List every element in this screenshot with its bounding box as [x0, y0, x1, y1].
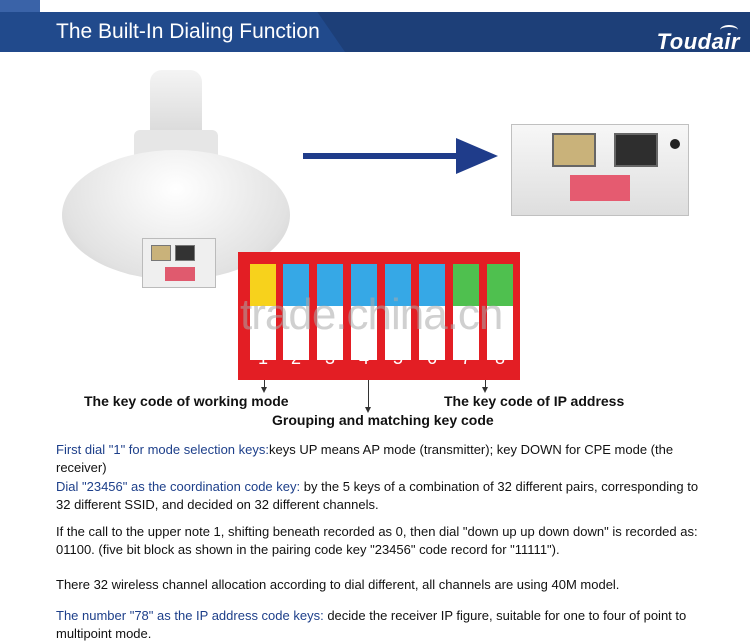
device-mount: [150, 70, 202, 140]
dip-key-slot: [385, 264, 411, 360]
paragraph-highlight: Dial "23456" as the coordination code ke…: [56, 479, 301, 494]
dip-key: 4: [351, 252, 377, 380]
dip-key: 1: [250, 252, 276, 380]
dip-key-number: 3: [324, 348, 335, 368]
arrow-right-icon: [303, 153, 463, 159]
dip-key-slot: [283, 264, 309, 360]
label-grouping: Grouping and matching key code: [272, 412, 494, 428]
ethernet-port-icon: [552, 133, 596, 167]
header-title-tab: [0, 12, 345, 52]
label-working-mode: The key code of working mode: [84, 393, 289, 409]
dip-key-number: 4: [358, 348, 369, 368]
dip-key-slot: [317, 264, 343, 360]
paragraph-highlight: First dial "1" for mode selection keys:: [56, 442, 269, 457]
paragraph-ip-code: The number "78" as the IP address code k…: [56, 607, 706, 643]
page-title: The Built-In Dialing Function: [56, 20, 320, 43]
dip-key-knob: [351, 264, 377, 306]
dip-key-knob: [419, 264, 445, 306]
header-corner-accent: [0, 0, 40, 12]
dip-key-number: 2: [290, 348, 301, 368]
dip-key-number: 7: [460, 348, 471, 368]
dip-switch-closeup-icon: [570, 175, 630, 201]
dip-key-knob: [283, 264, 309, 306]
callout-arrow-icon: [482, 387, 488, 393]
label-ip-address: The key code of IP address: [444, 393, 625, 409]
callout-line: [368, 380, 369, 408]
dip-key-knob: [487, 264, 513, 306]
paragraph-body: keys UP means AP mode (transmitter); key…: [56, 442, 674, 475]
ethernet-port-icon: [151, 245, 171, 261]
dip-key: 5: [385, 252, 411, 380]
dip-switch-small-icon: [165, 267, 195, 281]
dip-key-knob: [453, 264, 479, 306]
port-closeup-illustration: [511, 124, 689, 216]
dip-key: 6: [419, 252, 445, 380]
dip-key-slot: [351, 264, 377, 360]
dip-key-knob: [250, 264, 276, 306]
dip-key: 7: [453, 252, 479, 380]
dip-key-slot: [453, 264, 479, 360]
dip-key-slot: [250, 264, 276, 360]
callout-arrow-icon: [261, 387, 267, 393]
dip-key-knob: [385, 264, 411, 306]
device-port-panel: [142, 238, 216, 288]
arrow-head-icon: [456, 138, 498, 174]
dip-key: 2: [283, 252, 309, 380]
paragraph-dial-encoding: If the call to the upper note 1, shiftin…: [56, 524, 698, 557]
dip-key-number: 5: [392, 348, 403, 368]
dip-switch: 1 2 3 4 5 6 7 8: [238, 252, 520, 380]
paragraph-body: by the 5 keys of a combination of 32 dif…: [56, 479, 699, 512]
dip-key-number: 8: [494, 348, 505, 368]
dip-key: 8: [487, 252, 513, 380]
dip-key: 3: [317, 252, 343, 380]
paragraph-channel-allocation: There 32 wireless channel allocation acc…: [56, 577, 620, 592]
callout-line: [485, 380, 486, 388]
ethernet-port-icon: [175, 245, 195, 261]
cpe-device-illustration: [62, 70, 290, 288]
dip-key-slot: [419, 264, 445, 360]
dip-key-knob: [317, 264, 343, 306]
paragraph-highlight: The number "78" as the IP address code k…: [56, 608, 324, 623]
header-bar: The Built-In Dialing Function Toudair: [0, 0, 750, 54]
dip-key-number: 1: [257, 348, 268, 368]
logo-swoosh-icon: [720, 25, 738, 35]
paragraph-coordination-code: Dial "23456" as the coordination code ke…: [56, 478, 706, 514]
status-led-icon: [670, 139, 680, 149]
paragraph-body: decide the receiver IP figure, suitable …: [56, 608, 687, 641]
callout-line: [264, 380, 265, 388]
callout-arrow-icon: [365, 407, 371, 413]
watermark: trade.china.cn: [240, 290, 503, 339]
dip-key-slot: [487, 264, 513, 360]
dip-key-number: 6: [426, 348, 437, 368]
paragraph-mode-selection: First dial "1" for mode selection keys:k…: [56, 441, 706, 477]
ethernet-port-icon: [614, 133, 658, 167]
